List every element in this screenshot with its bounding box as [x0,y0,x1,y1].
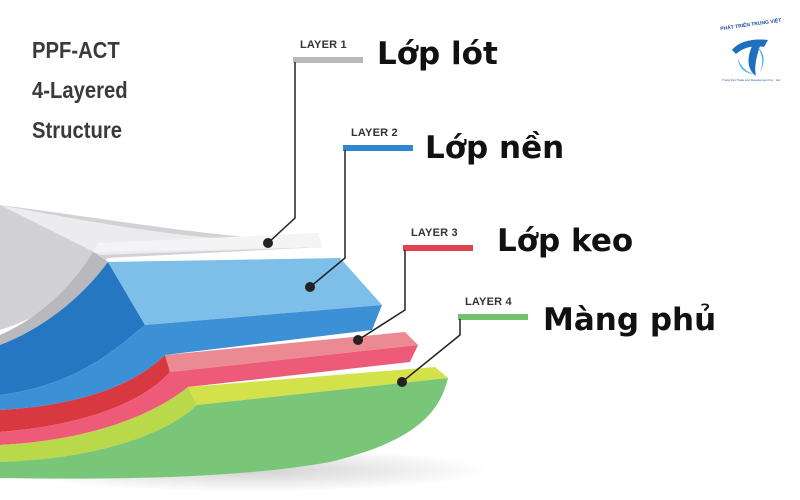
layer-3-tag: LAYER 3 [411,227,458,239]
layer-2-tag: LAYER 2 [351,127,398,139]
diagram-title: PPF-ACT 4-Layered Structure [32,30,128,150]
layer-4-name: Màng phủ [543,302,717,338]
layer-2-name: Lớp nền [425,130,565,166]
title-line-3: Structure [32,117,122,143]
title-line-2: 4-Layered [32,77,128,103]
title-line-1: PPF-ACT [32,37,120,63]
logo-emblem-icon [732,39,768,76]
leader-layer-3 [353,245,473,345]
leader-layer-2 [305,145,413,292]
logo-subtext: Trung Viet Trade and Development Co., Lt… [722,78,780,82]
layer-1-name: Lớp lót [377,36,498,72]
layer-1-tag: LAYER 1 [300,39,347,51]
layer-2-shape [0,258,382,410]
layer-1-shape [0,205,322,345]
layer-3-name: Lớp keo [497,223,634,259]
leader-layer-4 [397,314,528,387]
layer-4-tag: LAYER 4 [465,296,512,308]
leader-layer-1 [263,57,363,248]
company-logo: PHÁT TRIỂN TRUNG VIỆT Trung Viet Trade a… [718,18,786,88]
layer-4-shape [0,367,448,479]
